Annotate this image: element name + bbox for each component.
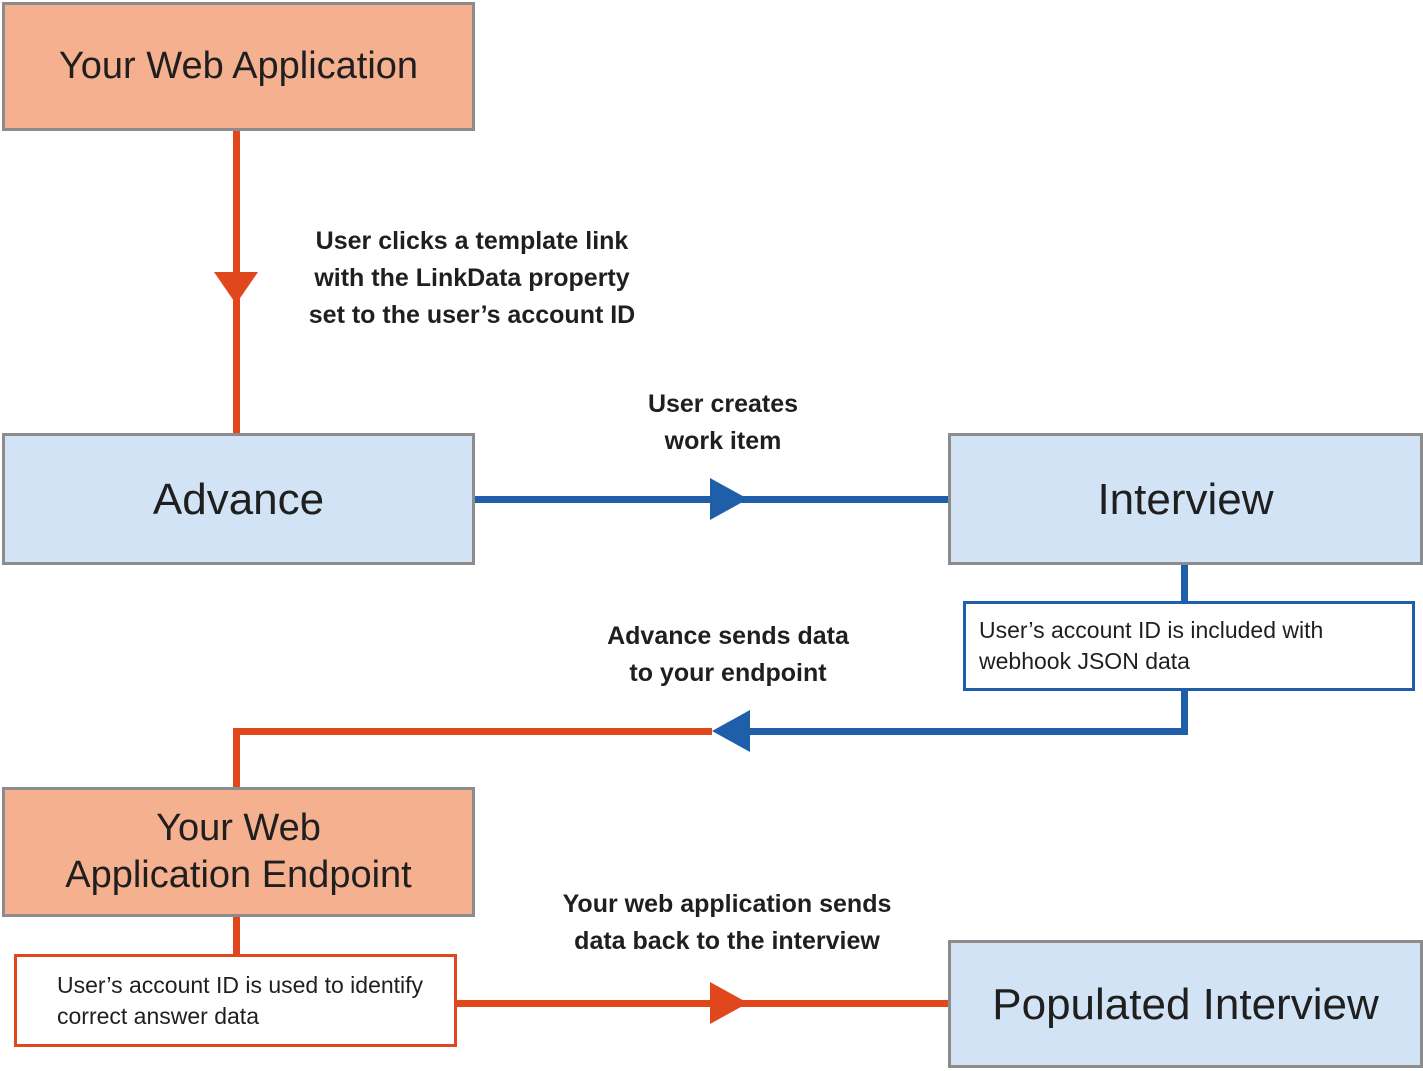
edge-label-template-link: User clicks a template link with the Lin… <box>272 223 672 334</box>
node-endpoint: Your Web Application Endpoint <box>2 787 475 917</box>
connector-interview-left <box>745 728 1188 735</box>
edge-label-sends-data: Advance sends data to your endpoint <box>578 618 878 692</box>
edge-label-line: User clicks a template link <box>315 227 629 255</box>
arrowhead-left-blue-icon <box>712 710 750 752</box>
connector-note-to-populated <box>452 1000 948 1007</box>
connector-endpoint-to-note <box>233 916 240 955</box>
edge-label-sends-back: Your web application sends data back to … <box>527 886 927 960</box>
node-advance: Advance <box>2 433 475 565</box>
note-text: User’s account ID is included with webho… <box>979 617 1324 674</box>
edge-label-creates-work-item: User creates work item <box>623 386 823 460</box>
node-label-line2: Application Endpoint <box>65 854 412 896</box>
node-populated-interview: Populated Interview <box>948 940 1423 1068</box>
edge-label-line: Your web application sends <box>562 890 892 918</box>
edge-label-line: set to the user’s account ID <box>308 301 636 329</box>
node-label: Advance <box>152 474 325 524</box>
edge-label-line: with the LinkData property <box>314 264 630 292</box>
node-label: Populated Interview <box>992 979 1379 1029</box>
connector-to-endpoint-horizontal <box>234 728 712 735</box>
arrowhead-right-blue-icon <box>710 478 748 520</box>
node-interview: Interview <box>948 433 1423 565</box>
node-your-web-application: Your Web Application <box>2 2 475 131</box>
connector-to-endpoint-vertical <box>233 728 240 787</box>
edge-label-line: User creates <box>647 390 799 418</box>
edge-label-line: to your endpoint <box>629 659 827 687</box>
node-label: Interview <box>1097 474 1274 524</box>
edge-label-line: Advance sends data <box>607 622 849 650</box>
edge-label-line: work item <box>664 427 782 455</box>
node-label: Your Web Application <box>58 44 419 87</box>
node-label-line1: Your Web <box>156 806 321 849</box>
arrowhead-right-red-icon <box>710 982 748 1024</box>
arrowhead-down-icon <box>214 272 258 304</box>
note-text: User’s account ID is used to identify co… <box>57 971 424 1029</box>
note-webhook-json: User’s account ID is included with webho… <box>963 601 1415 691</box>
edge-label-line: data back to the interview <box>574 927 880 955</box>
note-answer-data: User’s account ID is used to identify co… <box>14 954 457 1047</box>
